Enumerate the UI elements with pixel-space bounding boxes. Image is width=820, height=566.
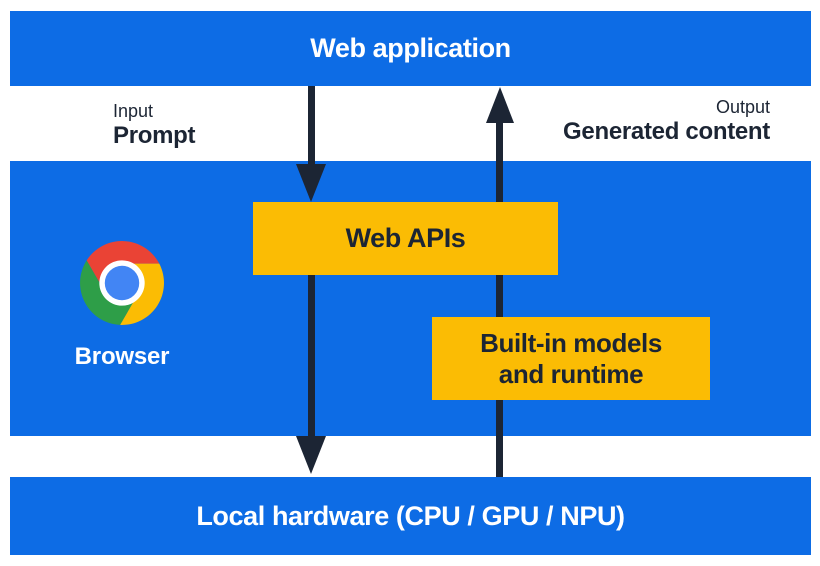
chrome-logo-blue-center bbox=[104, 265, 140, 301]
local-hardware-label: Local hardware (CPU / GPU / NPU) bbox=[196, 500, 625, 531]
builtin-models-line2: and runtime bbox=[498, 358, 644, 389]
builtin-models-line1: Built-in models bbox=[480, 327, 662, 358]
output-arrowhead-icon bbox=[486, 87, 514, 123]
web-application-bar: Web application bbox=[10, 11, 811, 86]
input-prompt-label: Prompt bbox=[113, 122, 196, 149]
input-arrow-line-lower bbox=[308, 275, 315, 437]
web-apis-label: Web APIs bbox=[345, 223, 466, 253]
input-arrowhead-lower-icon bbox=[296, 436, 326, 474]
web-application-label: Web application bbox=[310, 33, 511, 63]
input-arrowhead-upper-icon bbox=[296, 164, 326, 202]
output-labels: Output Generated content bbox=[563, 97, 770, 145]
chrome-logo-icon bbox=[80, 241, 164, 325]
input-caption: Input bbox=[113, 101, 154, 121]
input-arrow-line-upper bbox=[308, 86, 315, 165]
browser-label: Browser bbox=[74, 343, 170, 370]
builtin-models-box: Built-in models and runtime bbox=[432, 317, 710, 400]
local-hardware-bar: Local hardware (CPU / GPU / NPU) bbox=[10, 477, 811, 555]
output-generated-content-label: Generated content bbox=[563, 118, 770, 145]
output-caption: Output bbox=[715, 97, 770, 117]
web-apis-box: Web APIs bbox=[253, 202, 558, 275]
input-labels: Input Prompt bbox=[113, 101, 196, 149]
output-arrow-line bbox=[496, 120, 503, 477]
